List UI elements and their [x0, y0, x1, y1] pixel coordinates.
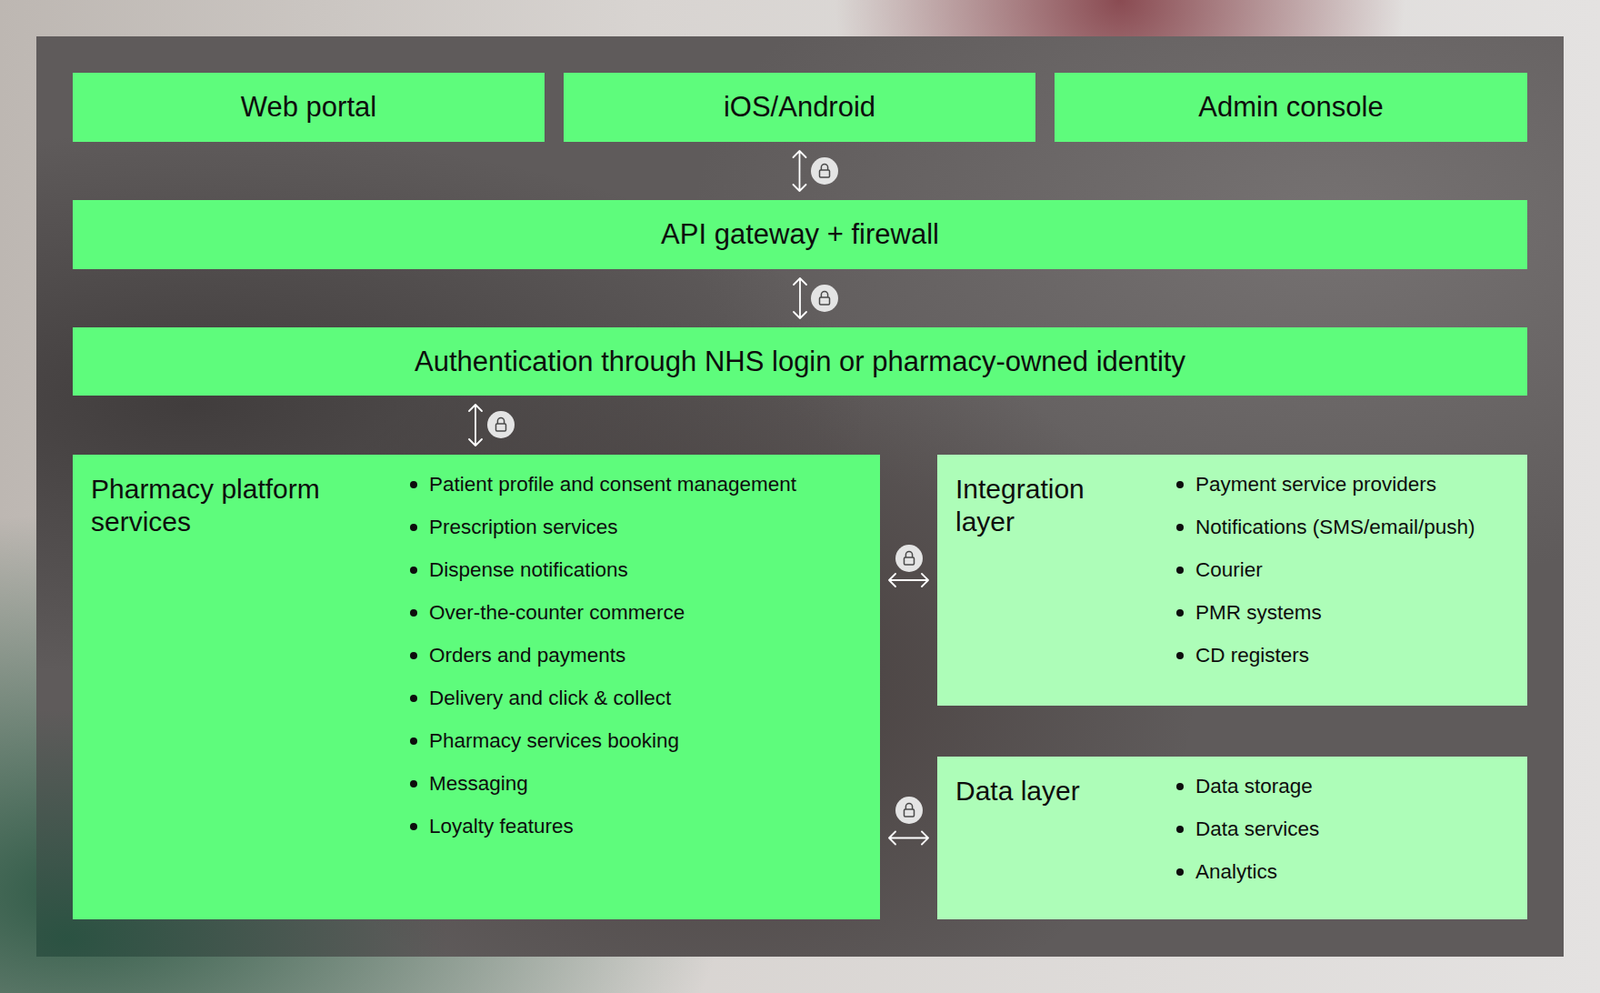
bullet-item: Data services — [1176, 815, 1320, 842]
box-label: Admin console — [1198, 90, 1383, 124]
bullet-item: Dispense notifications — [410, 556, 797, 583]
bullet-list: Payment service providersNotifications (… — [1176, 470, 1476, 685]
bullet-item: Delivery and click & collect — [410, 684, 797, 711]
layer-box: Integration layer Payment service provide… — [937, 454, 1528, 706]
auth-band: Authentication through NHS login or phar… — [72, 327, 1528, 396]
gateway-band: API gateway + firewall — [72, 200, 1528, 270]
bullet-item: Orders and payments — [410, 641, 797, 669]
bullet-item: Analytics — [1176, 858, 1320, 885]
bullet-item: PMR systems — [1176, 599, 1476, 626]
bullet-item: CD registers — [1176, 641, 1476, 669]
bullet-item: Data storage — [1176, 772, 1320, 800]
connector-arrow — [793, 278, 807, 319]
connector-arrow — [469, 404, 482, 446]
bullet-list: Data storageData servicesAnalytics — [1176, 772, 1320, 901]
box-label: API gateway + firewall — [660, 217, 940, 251]
lock-icon — [810, 157, 839, 185]
bullet-list: Patient profile and consent managementPr… — [410, 470, 797, 856]
box-label: Web portal — [240, 90, 377, 124]
client-box: Admin console — [1054, 72, 1528, 142]
bullet-item: Prescription services — [410, 513, 797, 540]
lock-icon — [895, 796, 923, 824]
box-label: iOS/Android — [723, 90, 876, 124]
box-heading: Data layer — [955, 774, 1147, 808]
bullet-item: Pharmacy services booking — [410, 727, 797, 754]
connector-arrow — [793, 150, 807, 191]
bullet-item: Over-the-counter commerce — [410, 599, 797, 626]
client-box: iOS/Android — [563, 72, 1036, 142]
lock-icon — [895, 544, 923, 572]
bullet-item: Loyalty features — [410, 812, 797, 840]
layer-box: Data layer Data storageData servicesAnaly… — [937, 756, 1528, 920]
client-box: Web portal — [72, 72, 545, 142]
box-heading: Pharmacy platform services — [90, 472, 382, 539]
bullet-item: Courier — [1176, 556, 1476, 583]
connector-arrow — [889, 573, 929, 587]
box-heading: Integration layer — [955, 472, 1147, 539]
lock-icon — [810, 284, 839, 312]
bullet-item: Payment service providers — [1176, 470, 1476, 498]
bullet-item: Patient profile and consent management — [410, 470, 797, 498]
lock-icon — [487, 410, 515, 439]
bullet-item: Notifications (SMS/email/push) — [1176, 513, 1476, 540]
box-label: Authentication through NHS login or phar… — [414, 344, 1186, 379]
connector-arrow — [889, 831, 929, 845]
bullet-item: Messaging — [410, 770, 797, 797]
services-box: Pharmacy platform services Patient profil… — [72, 454, 880, 920]
